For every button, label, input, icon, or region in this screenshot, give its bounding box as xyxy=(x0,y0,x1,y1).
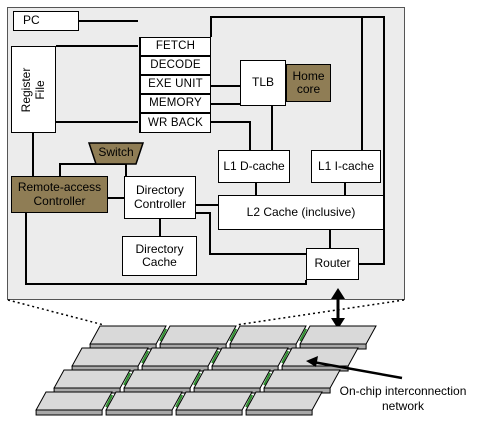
wire-memory-dcache xyxy=(211,103,273,150)
home-core-block: Home core xyxy=(286,64,331,102)
link-h-r0-c2 xyxy=(299,328,308,342)
network-pointer-head xyxy=(306,356,318,367)
tile-r1-c1 xyxy=(141,347,219,367)
l2-cache-label: L2 Cache (inclusive) xyxy=(246,204,356,219)
l1-icache-label: L1 I-cache xyxy=(317,158,375,173)
wire-fetch-icache xyxy=(210,16,363,150)
tile-side-r3-c3 xyxy=(245,409,313,416)
register-file-label: Register File xyxy=(18,67,48,112)
link-h-r0-c1 xyxy=(229,328,238,342)
l1-icache-block: L1 I-cache xyxy=(311,150,381,183)
register-file-block: Register File xyxy=(11,46,56,133)
remote-access-controller-block: Remote-access Controller xyxy=(11,176,108,213)
wire-router-core xyxy=(359,16,385,265)
network-label: On-chip interconnection network xyxy=(318,384,488,414)
tile-side-r3-c1 xyxy=(105,409,173,416)
stage-memory: MEMORY xyxy=(140,94,211,113)
network-label-line-2: network xyxy=(381,399,425,413)
tile-r0-c2 xyxy=(229,325,307,345)
stage-decode: DECODE xyxy=(140,56,211,75)
directory-controller-label: Directory Controller xyxy=(133,183,187,211)
wire-wb-dcache xyxy=(211,121,251,150)
directory-cache-label: Directory Cache xyxy=(135,241,184,269)
stage-wrback-label: WR BACK xyxy=(147,116,204,129)
tile-r1-c2 xyxy=(211,347,289,367)
link-h-r3-c1 xyxy=(175,394,184,408)
l1-dcache-label: L1 D-cache xyxy=(223,158,285,173)
stage-wr-back: WR BACK xyxy=(140,113,211,133)
remote-access-controller-label: Remote-access Controller xyxy=(17,180,102,208)
register-file-line-1: Register xyxy=(18,67,33,112)
tile-side-r3-c0 xyxy=(35,409,103,416)
link-h-r2-c1 xyxy=(193,372,202,386)
link-h-r1-c2 xyxy=(281,350,290,364)
pc-label: PC xyxy=(23,13,40,28)
link-h-r1-c0 xyxy=(141,350,150,364)
l2-cache-block: L2 Cache (inclusive) xyxy=(218,195,384,230)
switch-label: Switch xyxy=(98,145,134,159)
l1-dcache-block: L1 D-cache xyxy=(218,150,290,183)
link-h-r1-c1 xyxy=(211,350,220,364)
stage-exe-label: EXE UNIT xyxy=(148,78,203,91)
router-block: Router xyxy=(306,248,359,280)
home-core-label: Home core xyxy=(292,68,325,96)
tile-r2-c1 xyxy=(123,369,201,389)
tile-r2-c0 xyxy=(53,369,131,389)
dircache-line-1: Directory xyxy=(135,241,184,256)
dirctrl-line-2: Controller xyxy=(133,196,187,211)
tlb-block: TLB xyxy=(240,60,286,106)
home-core-line-2: core xyxy=(296,82,321,96)
stage-memory-label: MEMORY xyxy=(149,97,202,110)
wire-switch-dirctrl xyxy=(116,163,127,176)
wire-rac-router xyxy=(25,212,307,285)
stage-exe-unit: EXE UNIT xyxy=(140,75,211,94)
wire-dirctrl-router xyxy=(196,212,306,255)
zoom-line-right xyxy=(235,299,405,326)
tile-mesh xyxy=(35,325,377,416)
link-h-r2-c0 xyxy=(123,372,132,386)
tile-r0-c0 xyxy=(89,325,167,345)
link-h-r0-c0 xyxy=(159,328,168,342)
stage-fetch: FETCH xyxy=(140,37,211,56)
link-h-r2-c2 xyxy=(263,372,272,386)
zoom-line-left xyxy=(7,299,105,326)
home-core-line-1: Home xyxy=(292,68,325,83)
tile-side-r3-c2 xyxy=(175,409,243,416)
register-file-line-2: File xyxy=(32,79,47,100)
tile-r1-c0 xyxy=(71,347,149,367)
router-label: Router xyxy=(314,256,351,271)
dircache-line-2: Cache xyxy=(142,255,177,269)
tile-r3-c1 xyxy=(105,391,183,411)
tile-r0-c3 xyxy=(299,325,377,345)
tile-r3-c2 xyxy=(175,391,253,411)
tile-r0-c1 xyxy=(159,325,237,345)
tile-r3-c3 xyxy=(245,391,323,411)
tile-r3-c0 xyxy=(35,391,113,411)
rac-line-2: Controller xyxy=(33,193,86,208)
router-mesh-arrow xyxy=(331,288,345,329)
tile-r2-c2 xyxy=(193,369,271,389)
link-h-r3-c0 xyxy=(105,394,114,408)
stage-decode-label: DECODE xyxy=(150,59,201,72)
rac-line-1: Remote-access xyxy=(17,180,102,195)
pc-block: PC xyxy=(13,11,79,31)
directory-cache-block: Directory Cache xyxy=(122,236,197,276)
wire-switch-rac xyxy=(59,163,116,176)
directory-controller-block: Directory Controller xyxy=(124,176,196,219)
network-label-line-1: On-chip interconnection xyxy=(339,384,467,398)
link-h-r3-c2 xyxy=(245,394,254,408)
tlb-label: TLB xyxy=(251,75,274,90)
stage-fetch-label: FETCH xyxy=(155,40,196,53)
dirctrl-line-1: Directory xyxy=(135,183,184,198)
network-pointer-line xyxy=(312,360,403,380)
